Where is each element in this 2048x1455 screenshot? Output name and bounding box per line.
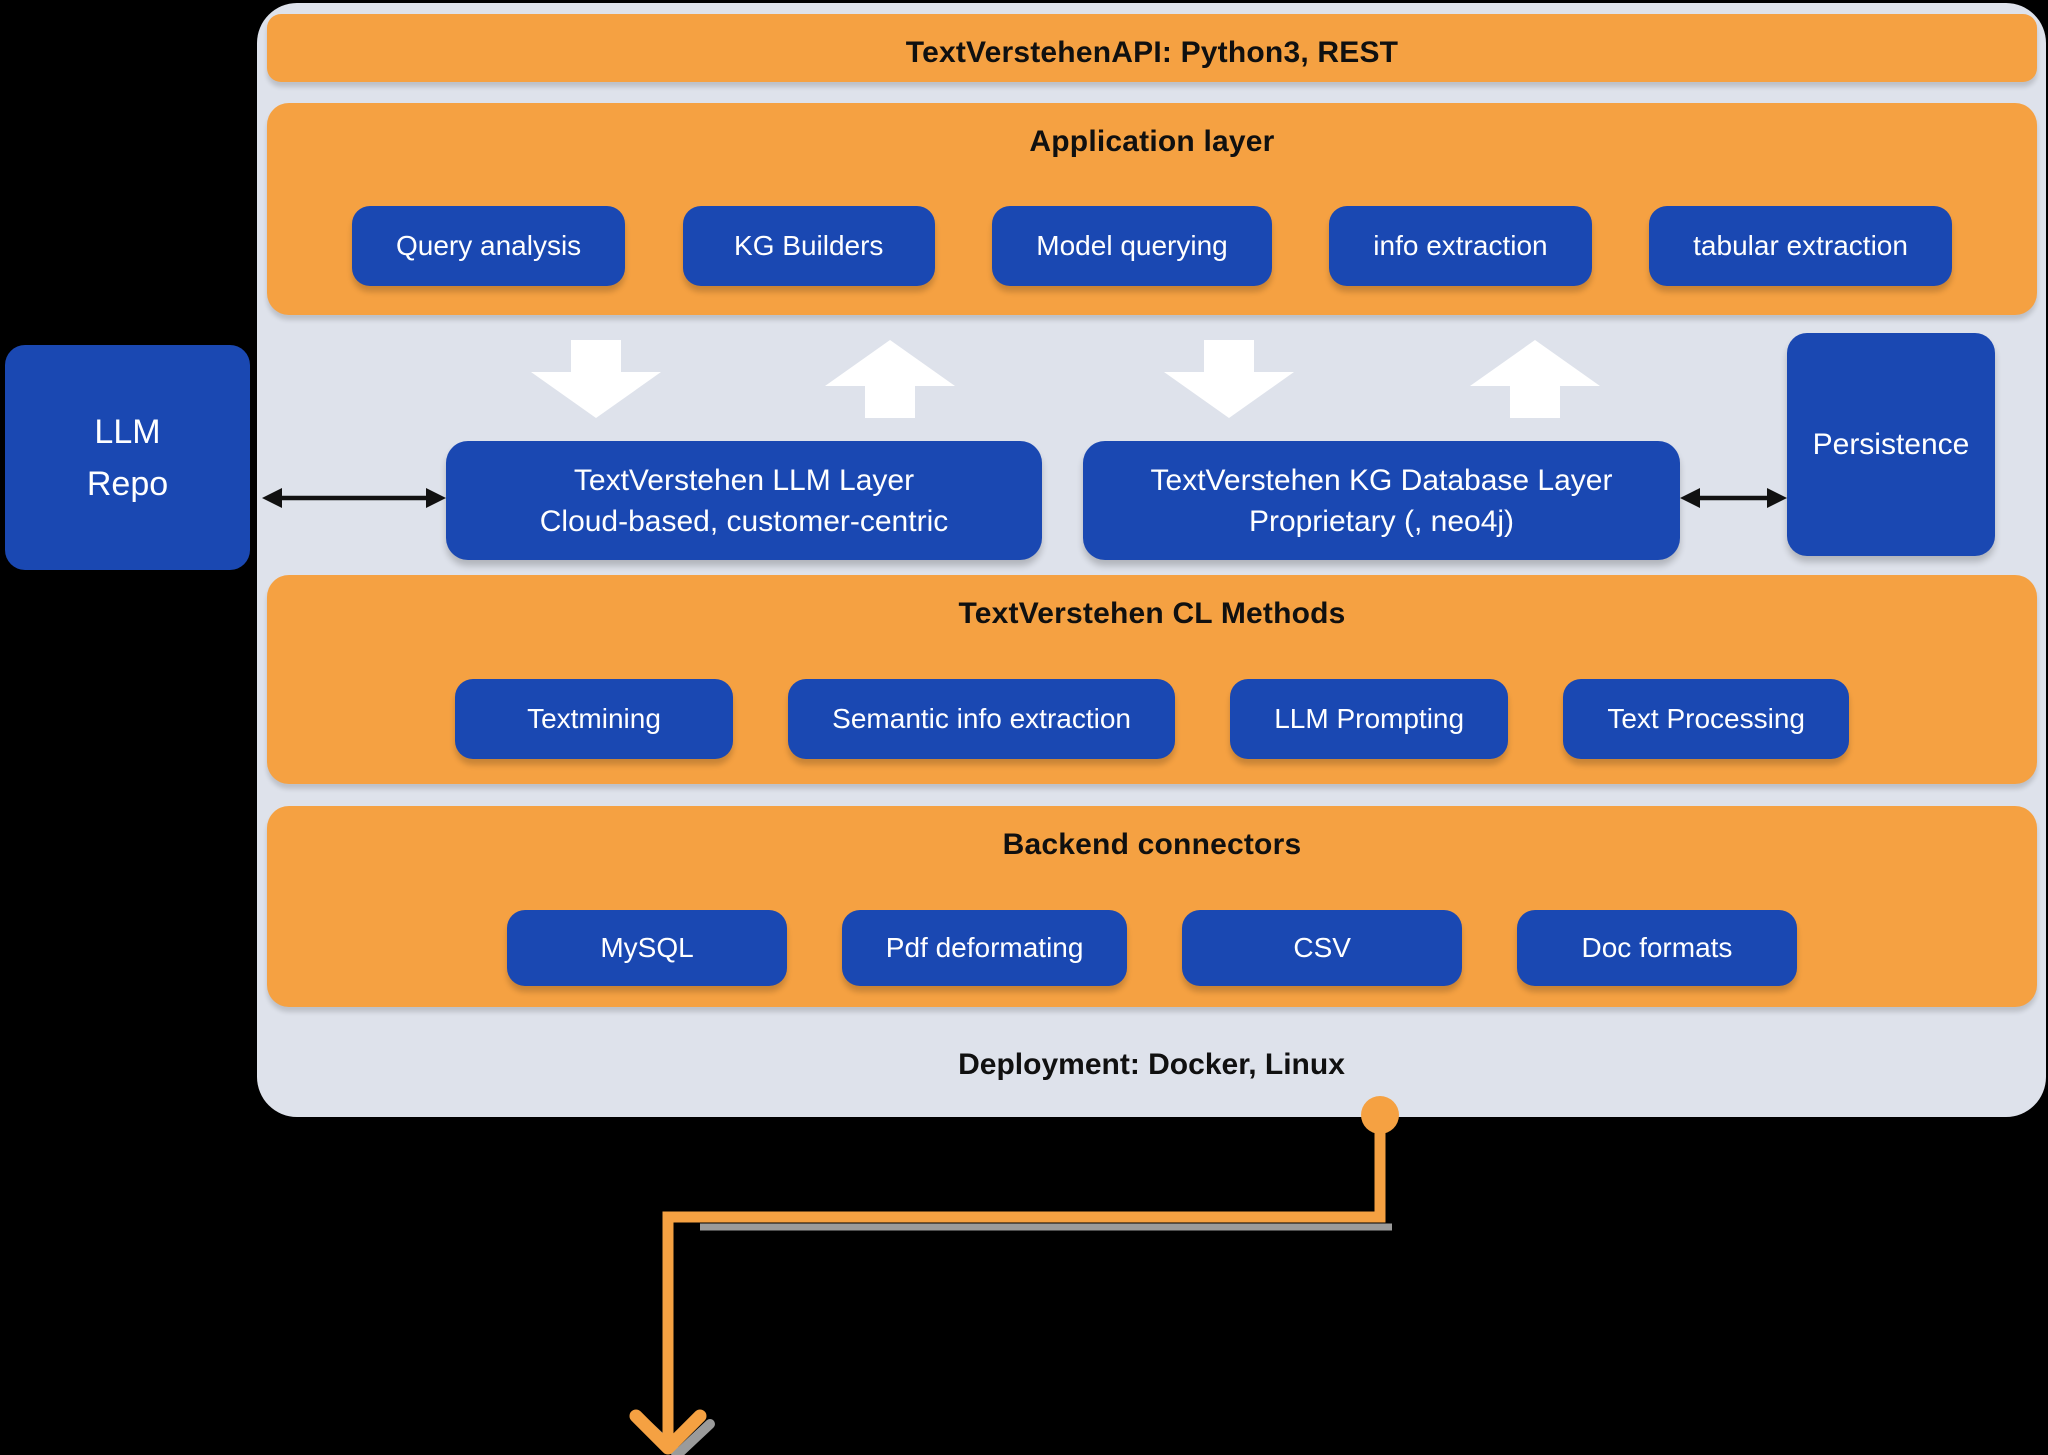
node-kg-builders: KG Builders <box>682 206 935 286</box>
kg-layer-line2: Proprietary (, neo4j) <box>1248 504 1515 538</box>
llm-repo-line2: Repo <box>86 464 169 503</box>
cl-methods-items: Textmining Semantic info extraction LLM … <box>267 679 2037 759</box>
deployment-label: Deployment: Docker, Linux <box>958 1048 1345 1081</box>
api-banner: TextVerstehenAPI: Python3, REST <box>267 14 2037 82</box>
llm-repo-line1: LLM <box>94 412 161 451</box>
node-text-processing: Text Processing <box>1563 679 1849 759</box>
application-layer-title: Application layer <box>1029 125 1275 158</box>
node-llm-layer: TextVerstehen LLM Layer Cloud-based, cus… <box>446 441 1042 560</box>
application-layer-items: Query analysis KG Builders Model queryin… <box>267 206 2037 286</box>
node-kg-database-layer: TextVerstehen KG Database Layer Propriet… <box>1083 441 1680 560</box>
node-model-querying: Model querying <box>992 206 1272 286</box>
deployment-connector <box>629 1096 1399 1455</box>
backend-connectors-band: Backend connectors MySQL Pdf deformating… <box>267 806 2037 1007</box>
backend-connectors-title: Backend connectors <box>1002 828 1302 861</box>
node-csv: CSV <box>1182 910 1463 986</box>
cl-methods-title: TextVerstehen CL Methods <box>958 597 1346 630</box>
node-semantic-info-extraction: Semantic info extraction <box>788 679 1175 759</box>
application-layer-band: Application layer Query analysis KG Buil… <box>267 103 2037 315</box>
node-llm-prompting: LLM Prompting <box>1230 679 1509 759</box>
node-doc-formats: Doc formats <box>1516 910 1797 986</box>
node-info-extraction: info extraction <box>1329 206 1592 286</box>
backend-connectors-items: MySQL Pdf deformating CSV Doc formats <box>267 910 2037 986</box>
node-persistence: Persistence <box>1787 333 1995 556</box>
node-query-analysis: Query analysis <box>352 206 626 286</box>
cl-methods-band: TextVerstehen CL Methods Textmining Sema… <box>267 575 2037 784</box>
llm-layer-line2: Cloud-based, customer-centric <box>539 504 949 538</box>
api-banner-label: TextVerstehenAPI: Python3, REST <box>905 36 1399 69</box>
node-pdf-deformating: Pdf deformating <box>841 910 1128 986</box>
persistence-label: Persistence <box>1812 428 1970 461</box>
node-tabular-extraction: tabular extraction <box>1649 206 1952 286</box>
node-textmining: Textmining <box>455 679 733 759</box>
node-mysql: MySQL <box>507 910 787 986</box>
node-llm-repo: LLM Repo <box>5 345 250 570</box>
llm-layer-line1: TextVerstehen LLM Layer <box>573 463 915 497</box>
kg-layer-line1: TextVerstehen KG Database Layer <box>1150 463 1613 497</box>
